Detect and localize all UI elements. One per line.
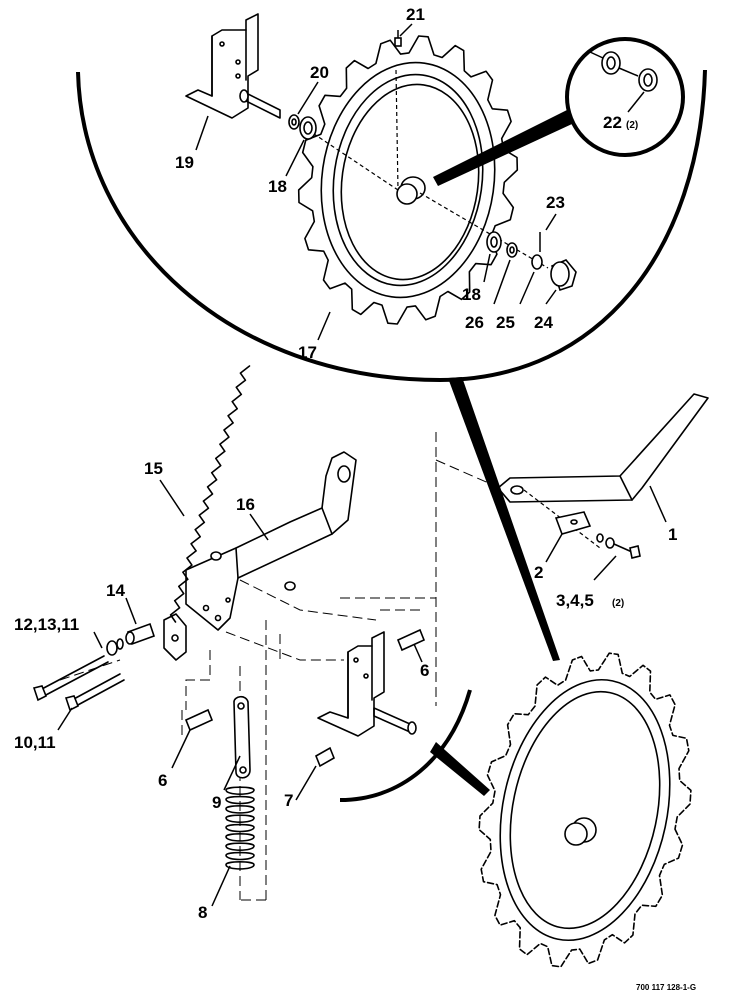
callout-16: 16 (236, 495, 255, 514)
nut-small-b (284, 581, 296, 591)
callout-9: 9 (212, 793, 221, 812)
callout-7: 7 (284, 791, 293, 810)
callout-labels: 21 20 19 18 22 (2) 23 18 26 25 24 17 15 … (14, 5, 696, 992)
link-9 (233, 695, 251, 779)
pin-7 (314, 746, 336, 768)
spindle-bracket-upper (185, 13, 281, 119)
callout-22-qty: (2) (626, 120, 638, 131)
callout-8: 8 (198, 903, 207, 922)
sprocket-upper (289, 35, 549, 325)
callout-24: 24 (534, 313, 553, 332)
bolt-3-4-5 (596, 533, 641, 559)
grease-fitting (394, 30, 402, 47)
callout-26: 26 (465, 313, 484, 332)
callout-19: 19 (175, 153, 194, 172)
callout-2: 2 (534, 563, 543, 582)
callout-6-right: 6 (420, 661, 429, 680)
callout-10-11: 10,11 (14, 733, 56, 752)
bearing-18-lower (486, 231, 502, 253)
nut-small-a (210, 551, 222, 561)
callout-3-4-5-qty: (2) (612, 598, 624, 609)
sprocket-lower (478, 652, 692, 968)
cap-24 (550, 259, 577, 292)
callout-18-upper: 18 (268, 177, 287, 196)
callout-15: 15 (144, 459, 163, 478)
callout-18-lower: 18 (462, 285, 481, 304)
chain-plate (163, 613, 187, 661)
callout-17: 17 (298, 343, 317, 362)
arm-16 (185, 451, 357, 631)
spring-8 (225, 786, 255, 870)
detail-arc-lower (339, 689, 490, 802)
callout-22: 22 (603, 113, 622, 132)
figure-number: 700 117 128-1-G (636, 983, 696, 992)
spindle-bracket-lower (317, 631, 417, 737)
washer-20 (288, 114, 300, 130)
washer-26 (506, 242, 518, 258)
callout-3-4-5: 3,4,5 (556, 591, 594, 610)
callout-12-13-11: 12,13,11 (14, 615, 79, 634)
callout-21: 21 (406, 5, 425, 24)
leader-lines (57, 23, 667, 907)
callout-23: 23 (546, 193, 565, 212)
bearing-18-upper (299, 116, 317, 140)
spacer-14 (125, 622, 156, 646)
pin-6-right (396, 628, 426, 652)
tine-arm-1 (497, 393, 709, 549)
bolt-10-11 (64, 673, 125, 712)
detail-view-outline (76, 69, 707, 661)
clamp-plate-2 (554, 511, 592, 535)
callout-6-left: 6 (158, 771, 167, 790)
assembly-lines-lower (59, 432, 501, 901)
callout-14: 14 (106, 581, 125, 600)
nut-25 (531, 232, 543, 270)
callout-20: 20 (310, 63, 329, 82)
callout-1: 1 (668, 525, 677, 544)
callout-25: 25 (496, 313, 515, 332)
pin-6-left (184, 708, 214, 732)
bolt-12-13-11 (32, 638, 124, 702)
